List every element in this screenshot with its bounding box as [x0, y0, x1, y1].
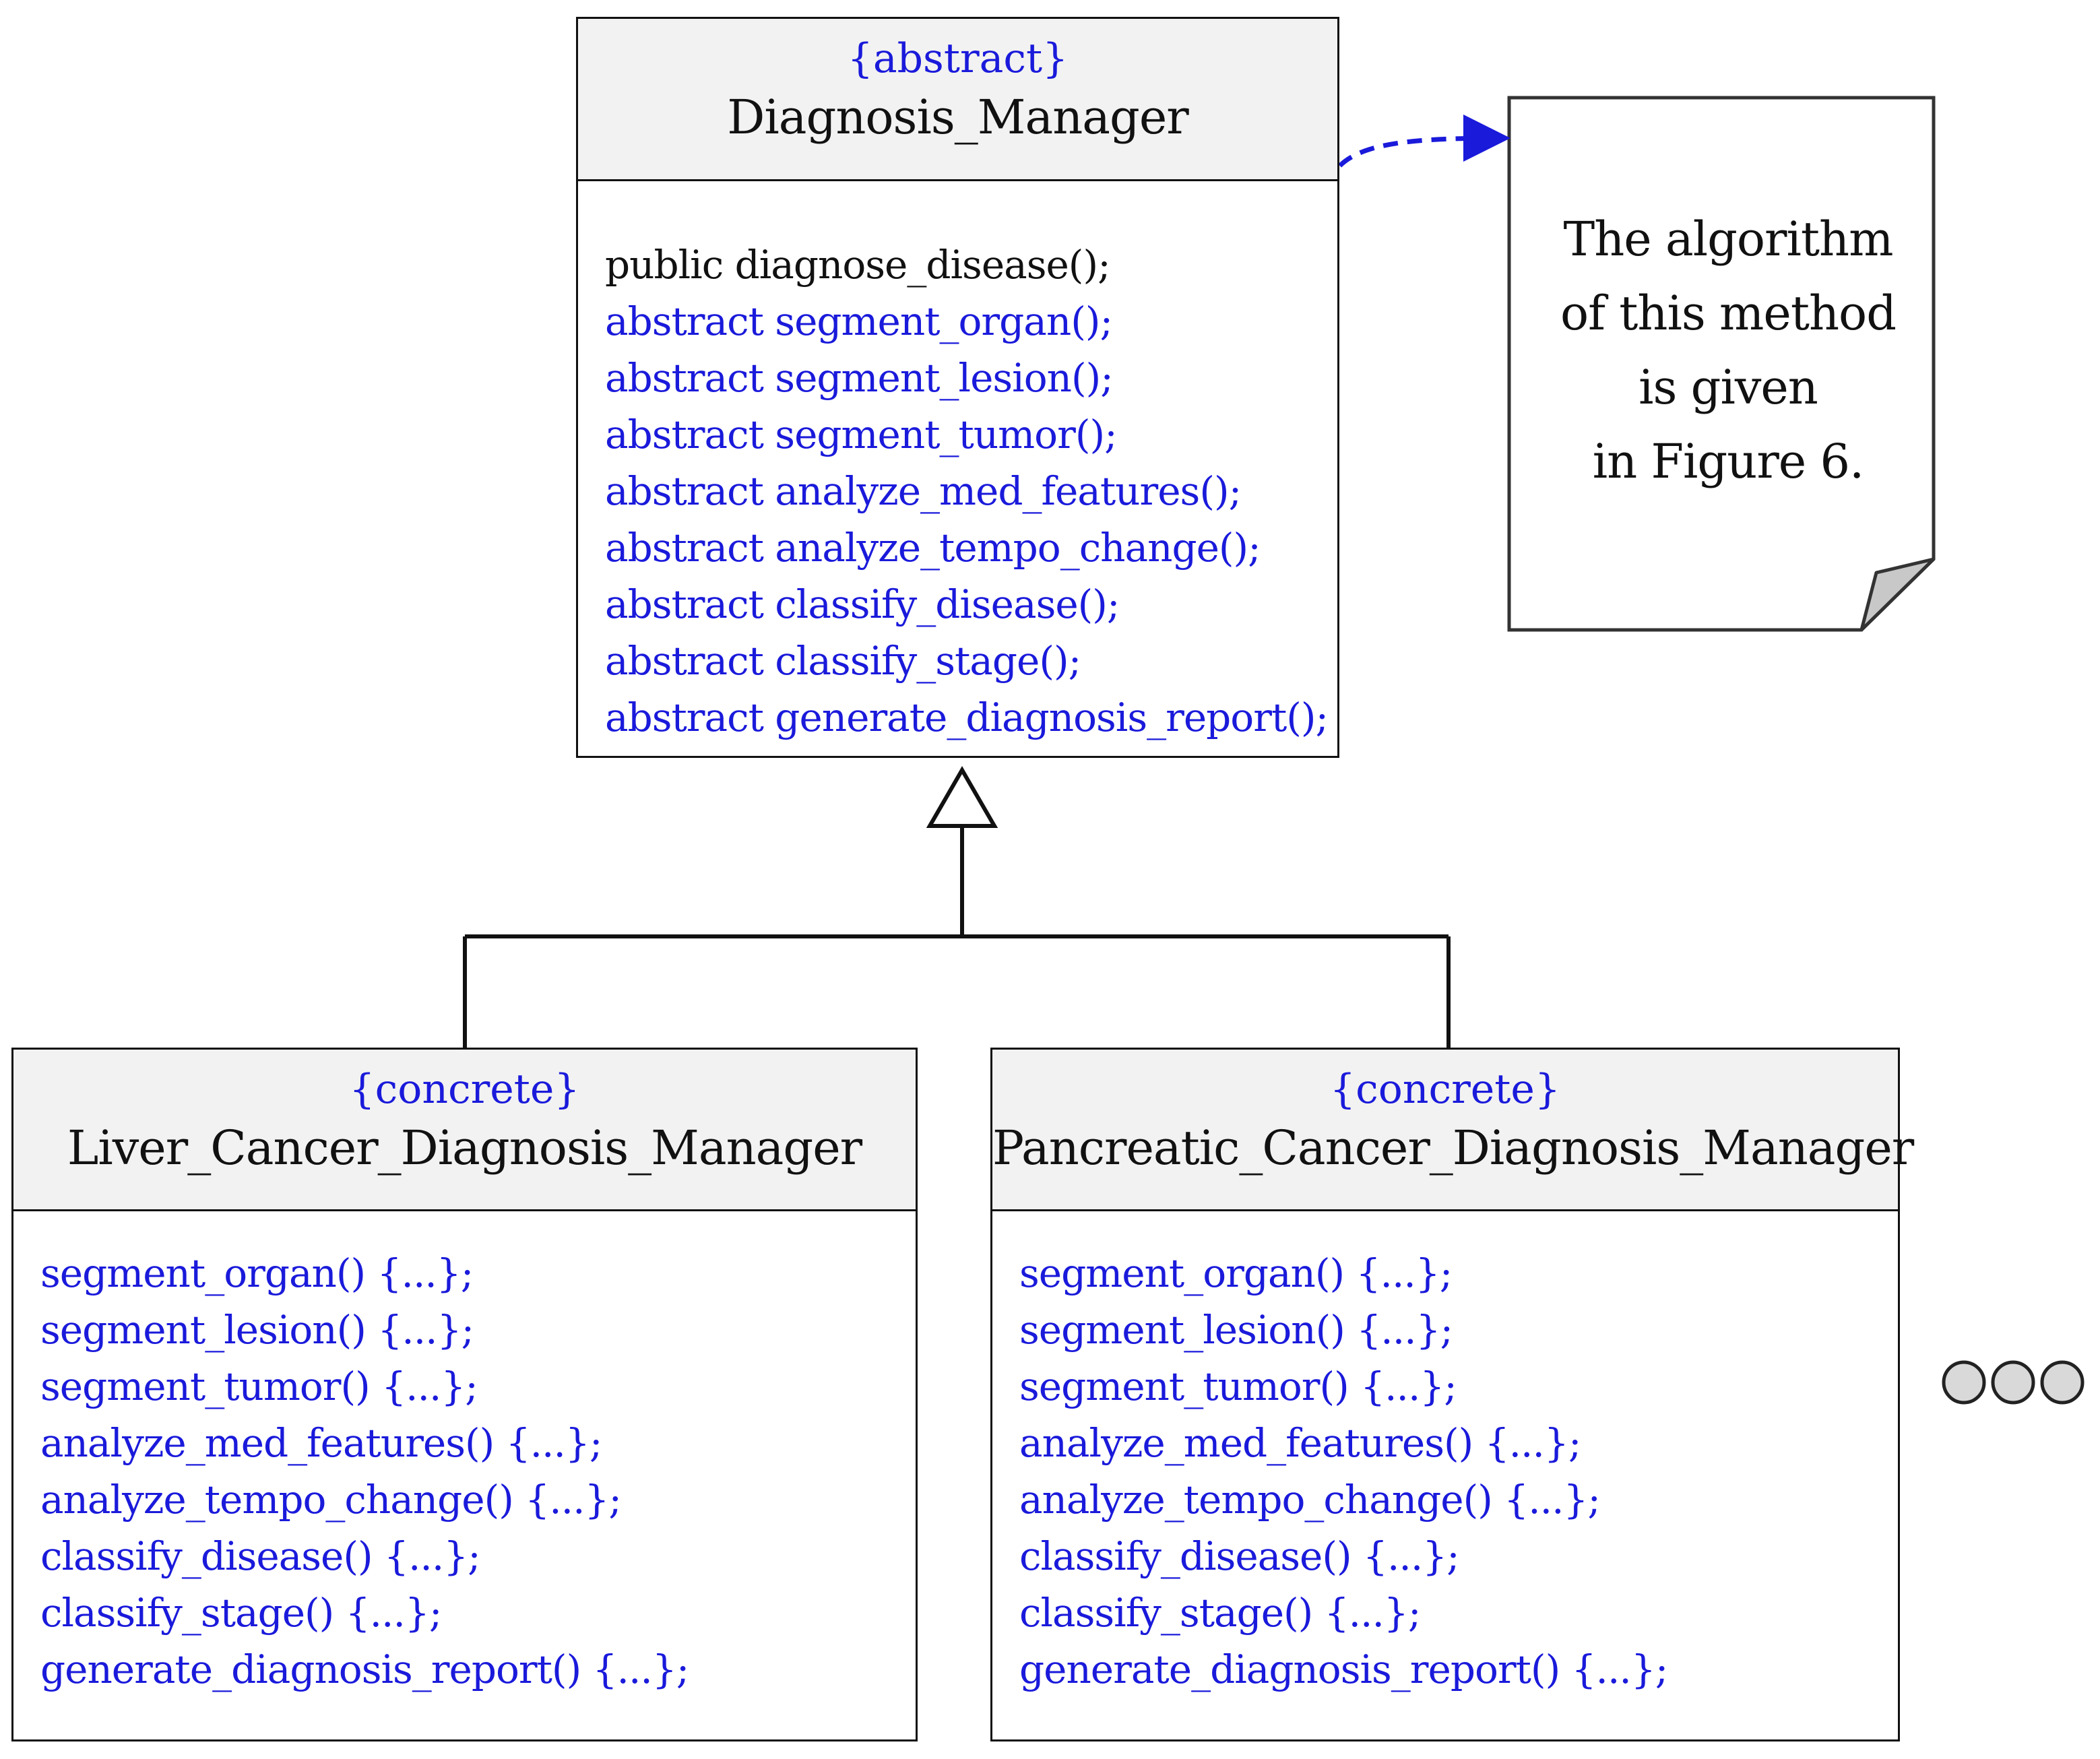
class-stereotype: {concrete}	[349, 1066, 580, 1113]
abstract-class-header: {abstract} Diagnosis_Manager	[578, 19, 1337, 181]
method-classify-stage: abstract classify_stage();	[605, 638, 1081, 684]
pancreatic-class-members: segment_organ() {...}; segment_lesion() …	[992, 1211, 1898, 1739]
method-segment-tumor: segment_tumor() {...};	[40, 1364, 478, 1409]
note-line: The algorithm	[1563, 212, 1894, 267]
liver-class-box: {concrete} Liver_Cancer_Diagnosis_Manage…	[11, 1048, 918, 1741]
method-analyze-med-features: analyze_med_features() {...};	[1019, 1420, 1581, 1466]
ellipsis-dot	[1991, 1360, 2035, 1405]
method-segment-tumor: segment_tumor() {...};	[1019, 1364, 1457, 1409]
method-classify-stage: classify_stage() {...};	[1019, 1590, 1421, 1636]
method-classify-stage: classify_stage() {...};	[40, 1590, 442, 1636]
class-name: Liver_Cancer_Diagnosis_Manager	[67, 1120, 862, 1176]
ellipsis-dot	[1942, 1360, 1986, 1405]
liver-class-members: segment_organ() {...}; segment_lesion() …	[13, 1211, 916, 1739]
method-generate-diagnosis-report: generate_diagnosis_report() {...};	[40, 1646, 689, 1692]
method-segment-lesion: segment_lesion() {...};	[1019, 1307, 1453, 1353]
method-analyze-med-features: analyze_med_features() {...};	[40, 1420, 602, 1466]
generalization-arrowhead	[926, 766, 998, 828]
note-line: is given	[1638, 360, 1818, 415]
method-generate-diagnosis-report: abstract generate_diagnosis_report();	[605, 695, 1329, 740]
note-text: The algorithm of this method is given in…	[1516, 202, 1940, 499]
class-stereotype: {abstract}	[847, 35, 1069, 82]
method-analyze-tempo-change: abstract analyze_tempo_change();	[605, 525, 1261, 571]
class-stereotype: {concrete}	[1329, 1066, 1561, 1113]
class-name: Pancreatic_Cancer_Diagnosis_Manager	[992, 1120, 1914, 1176]
method-classify-disease: abstract classify_disease();	[605, 581, 1120, 627]
method-segment-organ: segment_organ() {...};	[1019, 1250, 1453, 1296]
ellipsis-dot	[2040, 1360, 2085, 1405]
liver-class-header: {concrete} Liver_Cancer_Diagnosis_Manage…	[13, 1050, 916, 1211]
note-line: of this method	[1560, 286, 1897, 341]
method-analyze-tempo-change: analyze_tempo_change() {...};	[1019, 1477, 1601, 1523]
method-analyze-med-features: abstract analyze_med_features();	[605, 468, 1242, 514]
abstract-class-members: public diagnose_disease(); abstract segm…	[578, 181, 1337, 756]
note-fold	[1859, 557, 1936, 632]
method-classify-disease: classify_disease() {...};	[40, 1533, 481, 1579]
method-generate-diagnosis-report: generate_diagnosis_report() {...};	[1019, 1646, 1668, 1692]
note-line: in Figure 6.	[1592, 434, 1865, 489]
pancreatic-class-header: {concrete} Pancreatic_Cancer_Diagnosis_M…	[992, 1050, 1914, 1211]
method-segment-organ: segment_organ() {...};	[40, 1250, 474, 1296]
method-classify-disease: classify_disease() {...};	[1019, 1533, 1460, 1579]
method-segment-organ: abstract segment_organ();	[605, 298, 1113, 344]
method-analyze-tempo-change: analyze_tempo_change() {...};	[40, 1477, 622, 1523]
class-name: Diagnosis_Manager	[727, 90, 1188, 145]
abstract-class-box: {abstract} Diagnosis_Manager public diag…	[576, 17, 1339, 758]
method-segment-lesion: abstract segment_lesion();	[605, 355, 1114, 401]
method-diagnose-disease: public diagnose_disease();	[605, 242, 1111, 288]
method-segment-lesion: segment_lesion() {...};	[40, 1307, 474, 1353]
method-segment-tumor: abstract segment_tumor();	[605, 412, 1118, 457]
pancreatic-class-box: {concrete} Pancreatic_Cancer_Diagnosis_M…	[990, 1048, 1914, 1741]
